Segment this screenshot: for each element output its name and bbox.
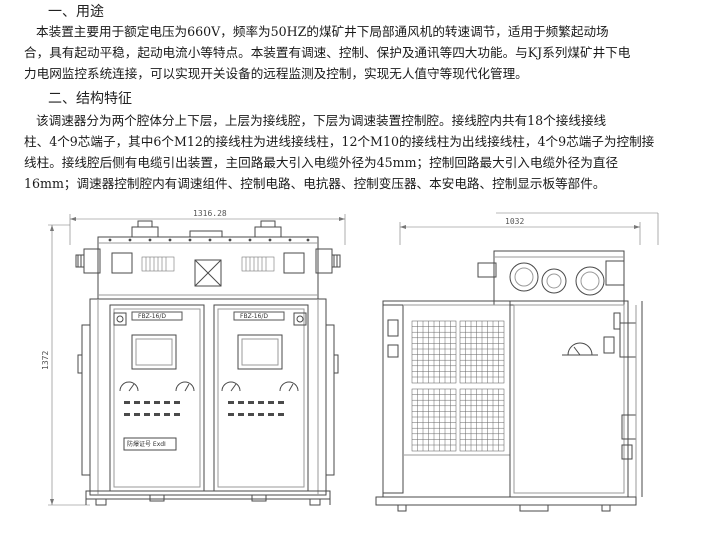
text-line: 该调速器分为两个腔体分上下层，上层为接线腔，下层为调速装置控制腔。接线腔内共有1…	[36, 113, 607, 128]
side-view	[375, 212, 659, 512]
front-width-dimension: 1316.28	[193, 209, 227, 218]
text-line: 合，具有起动平稳，起动电流小等特点。本装置有调速、控制、保护及通讯等四大功能。与…	[24, 45, 631, 60]
left-panel-label: FBZ-16/D	[138, 313, 166, 320]
technical-drawing: 1316.28 1032 1372 FBZ-16/D FBZ-16/D 防爆证号…	[0, 205, 715, 541]
text-line: 线柱。接线腔后侧有电缆引出装置，主回路最大引入电缆外径为45mm；控制回路最大引…	[24, 155, 619, 170]
section-body-structure: 该调速器分为两个腔体分上下层，上层为接线腔，下层为调速装置控制腔。接线腔内共有1…	[24, 110, 692, 194]
text-line: 力电网监控系统连接，可以实现开关设备的远程监测及控制，实现无人值守等现代化管理。	[24, 66, 528, 81]
section-heading-structure: 二、结构特征	[48, 91, 132, 107]
text-line: 本装置主要用于额定电压为660V，频率为50HZ的煤矿井下局部通风机的转速调节，…	[36, 24, 609, 39]
text-line: 柱、4个9芯端子，其中6个M12的接线柱为进线接线柱，12个M10的接线柱为出线…	[24, 134, 655, 149]
height-dimension: 1372	[41, 351, 50, 370]
right-panel-label: FBZ-16/D	[240, 313, 268, 320]
section-body-purpose: 本装置主要用于额定电压为660V，频率为50HZ的煤矿井下局部通风机的转速调节，…	[24, 21, 692, 84]
section-heading-purpose: 一、用途	[48, 4, 104, 20]
text-line: 16mm；调速器控制腔内有调速组件、控制电路、电抗器、控制变压器、本安电路、控制…	[24, 176, 606, 191]
front-view	[48, 214, 346, 506]
nameplate-text: 防爆证号 ExdI	[127, 440, 166, 448]
side-width-dimension: 1032	[505, 217, 524, 226]
